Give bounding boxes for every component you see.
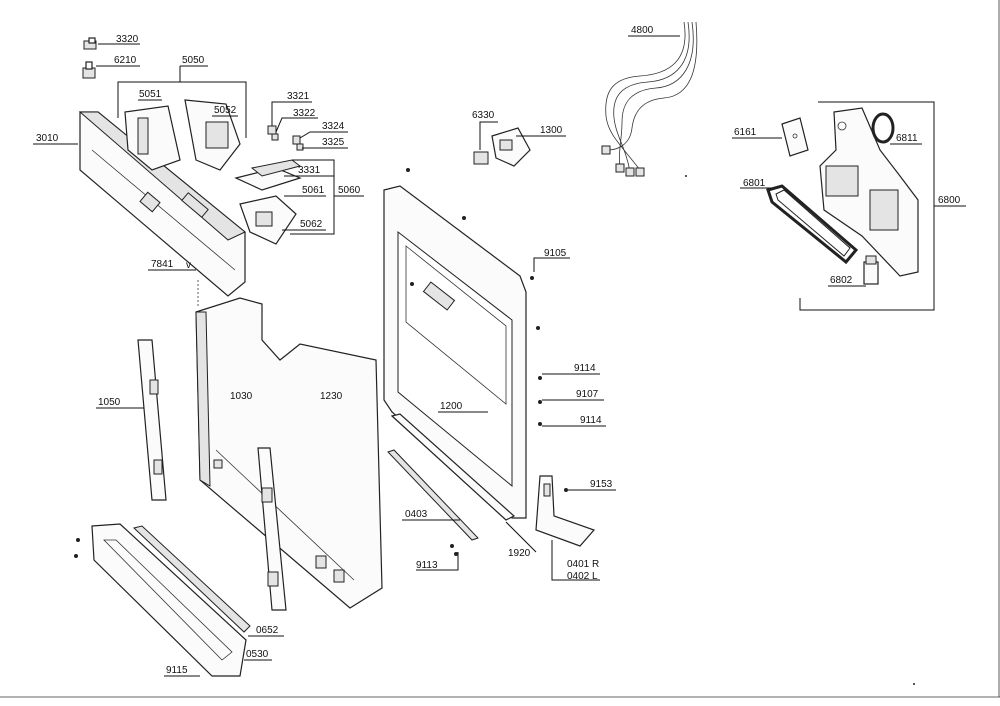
pin-part-6210: [82, 61, 96, 79]
label-7841-arrow: v: [186, 260, 191, 271]
label-9114-a: 9114: [574, 363, 596, 374]
label-9114-b: 9114: [580, 415, 602, 426]
wiring-harness-part-4800: [601, 21, 698, 177]
speck: [685, 175, 687, 177]
clips-part-3321-3325: [267, 125, 304, 151]
screw: [76, 538, 80, 542]
bracket-5050: [117, 81, 247, 138]
label-7841: 7841: [151, 259, 174, 270]
module-part-5051: [124, 105, 181, 171]
module-part-5052: [184, 99, 241, 171]
speck: [913, 683, 915, 685]
label-1300: 1300: [540, 125, 563, 136]
label-6811: 6811: [896, 133, 918, 144]
label-9107: 9107: [576, 389, 599, 400]
bracket-6800: [799, 101, 935, 311]
label-0401: 0401 R: [567, 559, 599, 570]
label-6802: 6802: [830, 275, 853, 286]
cover-part-6161: [781, 117, 809, 157]
screw: [410, 282, 414, 286]
hinge-rail-part-1050: [137, 339, 167, 501]
leader-9105: [533, 257, 570, 272]
hinge-rail-right: [257, 447, 287, 611]
label-1050: 1050: [98, 397, 121, 408]
label-3320: 3320: [116, 34, 139, 45]
label-0403: 0403: [405, 509, 428, 520]
screw: [538, 376, 542, 380]
valve-part-6802: [863, 255, 879, 285]
label-5052: 5052: [214, 105, 237, 116]
hinge-arm-part-0401-0402: [535, 475, 596, 547]
label-3322: 3322: [293, 108, 316, 119]
screws-part-9113: [450, 544, 458, 556]
knob-part-3320: [83, 37, 97, 50]
label-6210: 6210: [114, 55, 137, 66]
leader-3321: [271, 101, 312, 126]
screw: [536, 326, 540, 330]
plate-part-6330: [473, 151, 489, 165]
label-3010: 3010: [36, 133, 59, 144]
screw: [74, 554, 78, 558]
label-9153: 9153: [590, 479, 613, 490]
board-part-5062: [239, 195, 297, 245]
seal-strip-part-1920: [390, 413, 516, 521]
label-9113: 9113: [416, 560, 438, 571]
seal-ring-part-6811: [871, 112, 895, 144]
screw: [462, 216, 466, 220]
label-9115: 9115: [166, 665, 188, 676]
label-6161: 6161: [734, 127, 757, 138]
label-0530: 0530: [246, 649, 269, 660]
label-5060: 5060: [338, 185, 361, 196]
label-5062: 5062: [300, 219, 323, 230]
control-panel-part-3010: [78, 111, 246, 297]
inner-door-panel-part-1030: [195, 297, 383, 609]
label-3321: 3321: [287, 91, 310, 102]
label-6801: 6801: [743, 178, 766, 189]
label-4800: 4800: [631, 25, 654, 36]
leader-3322: [275, 117, 318, 133]
label-0402: 0402 L: [567, 571, 598, 582]
screw: [564, 488, 568, 492]
label-5050: 5050: [182, 55, 205, 66]
dispenser-body-part-6800: [819, 107, 919, 277]
latch-part-1300: [491, 127, 531, 167]
label-3324: 3324: [322, 121, 345, 132]
label-3325: 3325: [322, 137, 345, 148]
leader-9113: [416, 552, 459, 571]
leader-3324: [299, 131, 348, 139]
label-5061: 5061: [302, 185, 325, 196]
label-3331: 3331: [298, 165, 321, 176]
bottom-trim-part-0530: [91, 523, 247, 677]
label-5051: 5051: [139, 89, 162, 100]
screw: [538, 422, 542, 426]
label-1030: 1030: [230, 391, 253, 402]
screw: [538, 400, 542, 404]
label-0652: 0652: [256, 625, 279, 636]
label-6330: 6330: [472, 110, 495, 121]
strip-part-0652: [132, 525, 251, 633]
label-1920: 1920: [508, 548, 531, 559]
leader-1920: [505, 521, 537, 553]
seal-strip-part-0403: [387, 449, 479, 541]
board-part-5061: [234, 159, 302, 191]
label-1200: 1200: [440, 401, 463, 412]
label-1230: 1230: [320, 391, 343, 402]
screw: [406, 168, 410, 172]
screw: [530, 276, 534, 280]
leader-0401: [551, 540, 600, 581]
leader-6330: [479, 121, 498, 150]
bracket-5060: [290, 159, 335, 235]
label-6800: 6800: [938, 195, 961, 206]
gasket-part-6801: [766, 184, 859, 265]
label-9105: 9105: [544, 248, 567, 259]
